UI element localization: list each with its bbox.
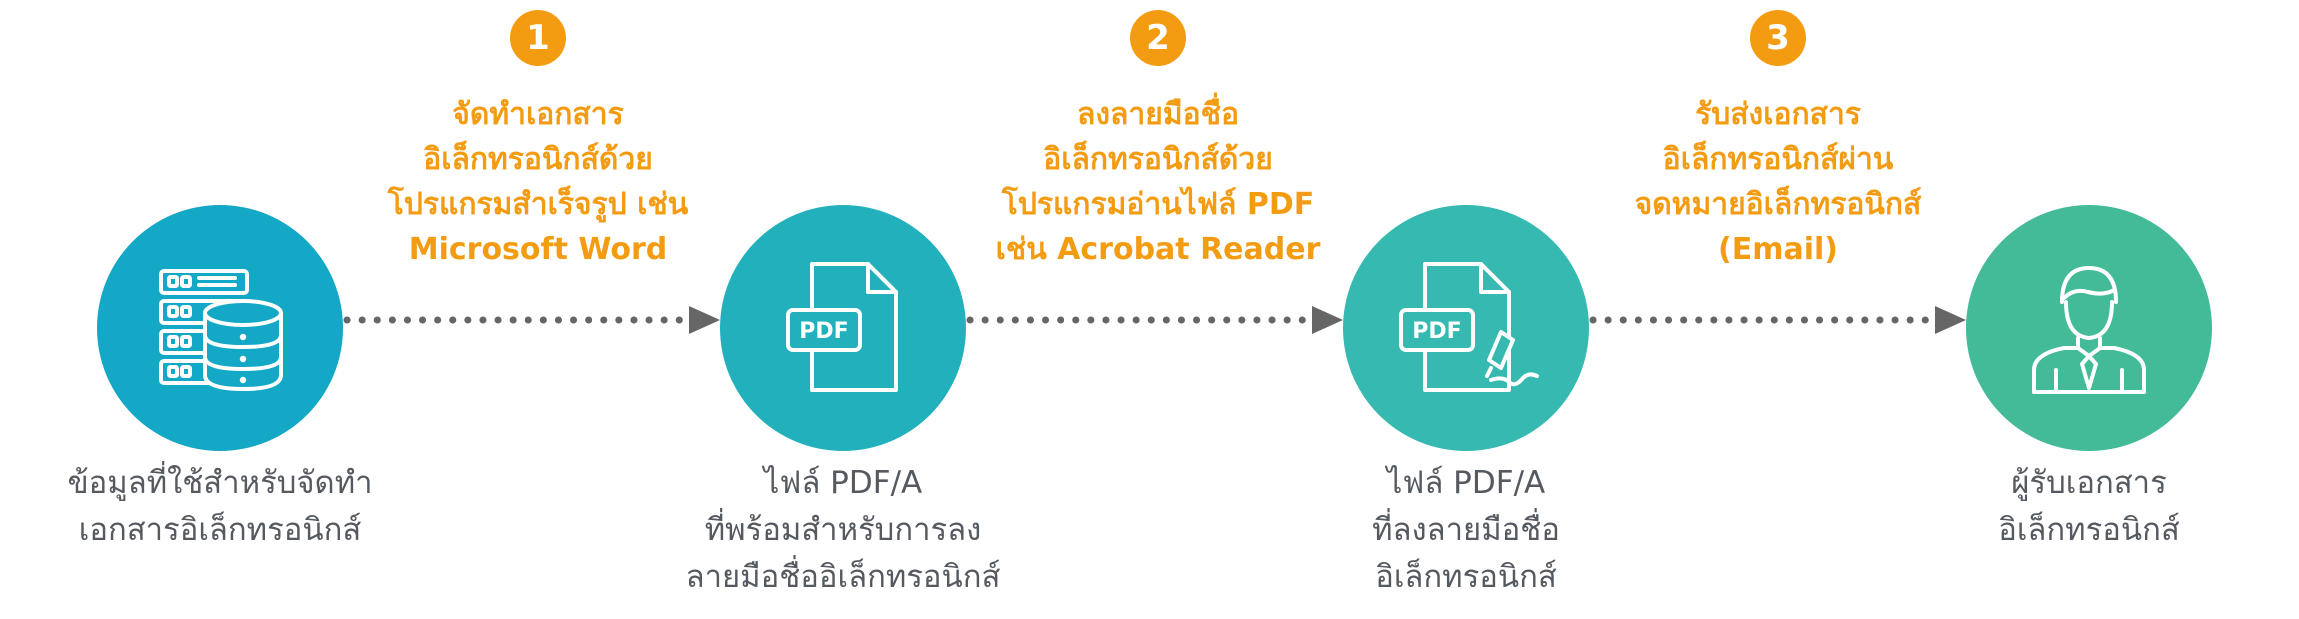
caption-line: เอกสารอิเล็กทรอนิกส์ xyxy=(78,512,362,548)
step-1-line: Microsoft Word xyxy=(408,232,668,267)
step-2-line: อิเล็กทรอนิกส์ด้วย xyxy=(1043,142,1273,177)
caption-line: ที่ลงลายมือชื่อ xyxy=(1372,512,1560,548)
recipient-caption: ผู้รับเอกสาร อิเล็กทรอนิกส์ xyxy=(1859,460,2299,554)
step-3-line: รับส่งเอกสาร xyxy=(1695,97,1861,132)
pdf-icon-label: PDF xyxy=(1412,319,1461,344)
step-3-line: อิเล็กทรอนิกส์ผ่าน xyxy=(1662,142,1894,177)
step-3-badge: 3 xyxy=(1750,10,1806,66)
step-1-badge: 1 xyxy=(510,10,566,66)
caption-line: ข้อมูลที่ใช้สำหรับจัดทำ xyxy=(67,465,373,501)
flow-arrow-2 xyxy=(966,306,1343,334)
pen-icon xyxy=(1485,330,1539,387)
signed-pdf-node: PDF xyxy=(1343,205,1589,451)
step-1-line: อิเล็กทรอนิกส์ด้วย xyxy=(423,142,653,177)
step-3-line: จดหมายอิเล็กทรอนิกส์ xyxy=(1634,187,1922,222)
step-1-description: จัดทำเอกสาร อิเล็กทรอนิกส์ด้วย โปรแกรมสำ… xyxy=(328,92,748,272)
pdf-ready-node: PDF xyxy=(720,205,966,451)
recipient-node xyxy=(1966,205,2212,451)
caption-line: ลายมือชื่ออิเล็กทรอนิกส์ xyxy=(685,559,1001,595)
pdf-ready-caption: ไฟล์ PDF/A ที่พร้อมสำหรับการลง ลายมือชื่… xyxy=(613,460,1073,601)
step-2-line: โปรแกรมอ่านไฟล์ PDF xyxy=(1001,187,1315,222)
source-data-caption: ข้อมูลที่ใช้สำหรับจัดทำ เอกสารอิเล็กทรอน… xyxy=(0,460,450,554)
step-3-line: (Email) xyxy=(1718,232,1838,267)
flow-arrow-3 xyxy=(1589,306,1966,334)
caption-line: ไฟล์ PDF/A xyxy=(1386,465,1546,501)
step-1-line: จัดทำเอกสาร xyxy=(452,97,624,132)
step-3-description: รับส่งเอกสาร อิเล็กทรอนิกส์ผ่าน จดหมายอิ… xyxy=(1568,92,1988,272)
recipient-person-icon xyxy=(2032,266,2146,394)
caption-line: อิเล็กทรอนิกส์ xyxy=(1998,512,2180,548)
step-2-line: เช่น Acrobat Reader xyxy=(995,232,1321,267)
database-server-icon xyxy=(159,269,283,391)
step-2-description: ลงลายมือชื่อ อิเล็กทรอนิกส์ด้วย โปรแกรมอ… xyxy=(948,92,1368,272)
step-2-line: ลงลายมือชื่อ xyxy=(1076,97,1239,132)
pdf-file-icon: PDF xyxy=(786,262,898,392)
step-1-line: โปรแกรมสำเร็จรูป เช่น xyxy=(387,187,689,222)
caption-line: ที่พร้อมสำหรับการลง xyxy=(704,512,982,548)
step-2-badge: 2 xyxy=(1130,10,1186,66)
flow-arrow-1 xyxy=(343,306,720,334)
signed-pdf-caption: ไฟล์ PDF/A ที่ลงลายมือชื่อ อิเล็กทรอนิกส… xyxy=(1236,460,1696,601)
source-data-node xyxy=(97,205,343,451)
pdf-icon-label: PDF xyxy=(799,319,848,344)
caption-line: ไฟล์ PDF/A xyxy=(763,465,923,501)
signed-pdf-file-icon: PDF xyxy=(1399,262,1539,392)
caption-line: อิเล็กทรอนิกส์ xyxy=(1375,559,1557,595)
caption-line: ผู้รับเอกสาร xyxy=(2011,465,2167,501)
